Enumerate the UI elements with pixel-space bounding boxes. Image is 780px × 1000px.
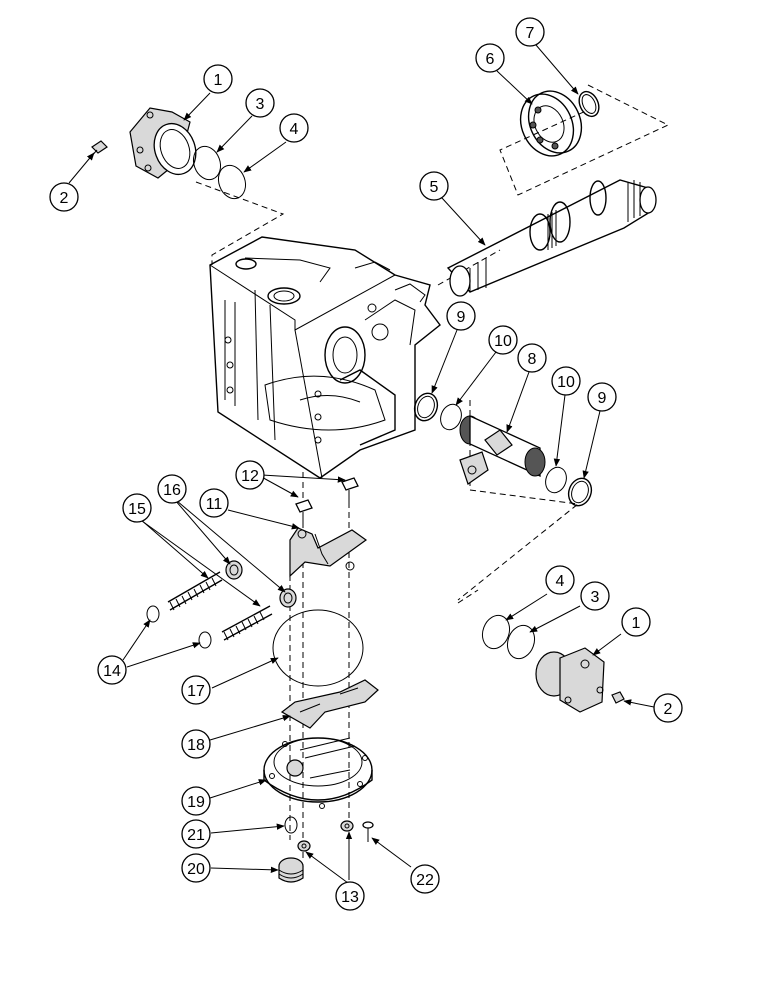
svg-text:5: 5 [430, 179, 439, 196]
callout-5: 5 [419, 171, 449, 201]
callout-3a: 3 [245, 88, 275, 118]
svg-text:3: 3 [591, 589, 600, 606]
callout-2a: 2 [49, 182, 79, 212]
callout-9a: 9 [446, 301, 476, 331]
svg-text:6: 6 [486, 51, 495, 68]
svg-text:7: 7 [526, 25, 535, 42]
svg-text:1: 1 [214, 72, 223, 89]
pad-14-upper [146, 605, 160, 623]
svg-text:10: 10 [557, 374, 575, 391]
leader-lines [68, 44, 655, 884]
seal-21 [284, 816, 298, 834]
bracket [289, 527, 368, 578]
plug-20 [278, 857, 304, 883]
plate [280, 679, 379, 729]
cover [263, 737, 373, 809]
cylinder-cap-right [535, 647, 605, 713]
callout-11: 11 [199, 488, 229, 518]
callout-12: 12 [235, 460, 265, 490]
screw-12-right [341, 477, 359, 505]
svg-text:20: 20 [187, 861, 205, 878]
snap-ring-top [578, 90, 600, 118]
svg-text:22: 22 [416, 872, 434, 889]
svg-text:9: 9 [598, 390, 607, 407]
assembly-lines [195, 84, 670, 860]
washer-10-left [440, 403, 462, 431]
svg-text:4: 4 [290, 121, 299, 138]
callout-13: 13 [335, 881, 365, 911]
svg-text:16: 16 [163, 482, 181, 499]
cylinder-cap-left [129, 107, 197, 179]
svg-text:3: 3 [256, 96, 265, 113]
nut-13-left [297, 840, 311, 852]
svg-text:14: 14 [103, 663, 121, 680]
spring-15-lower [221, 605, 273, 641]
svg-text:9: 9 [457, 309, 466, 326]
callout-2b: 2 [653, 693, 683, 723]
svg-text:12: 12 [241, 468, 259, 485]
bolt-right [611, 691, 625, 704]
svg-text:17: 17 [187, 683, 205, 700]
callout-14: 14 [97, 655, 127, 685]
seal-left-3 [192, 145, 222, 181]
spring-15-upper [167, 571, 223, 611]
callout-9b: 9 [587, 382, 617, 412]
svg-text:2: 2 [60, 190, 69, 207]
callout-3b: 3 [580, 581, 610, 611]
svg-text:11: 11 [206, 496, 223, 513]
callout-17: 17 [181, 675, 211, 705]
screw-22 [362, 821, 374, 842]
svg-text:18: 18 [187, 737, 205, 754]
svg-text:2: 2 [664, 701, 673, 718]
screw-12-left [295, 499, 313, 525]
bearing [519, 90, 583, 157]
callout-22: 22 [410, 864, 440, 894]
callout-1b: 1 [621, 607, 651, 637]
svg-text:10: 10 [494, 333, 512, 350]
svg-text:19: 19 [187, 794, 205, 811]
callout-19: 19 [181, 786, 211, 816]
callout-20: 20 [181, 853, 211, 883]
svg-text:1: 1 [632, 615, 641, 632]
callout-21: 21 [181, 819, 211, 849]
callout-4a: 4 [279, 113, 309, 143]
pump-housing [209, 236, 441, 479]
svg-text:4: 4 [556, 573, 565, 590]
callout-18: 18 [181, 729, 211, 759]
gasket [272, 609, 364, 687]
spring-cap-16-lower [279, 588, 297, 608]
callout-10b: 10 [551, 366, 581, 396]
svg-text:8: 8 [528, 351, 537, 368]
drive-shaft [446, 179, 657, 297]
callout-16: 16 [157, 474, 187, 504]
svg-text:15: 15 [128, 501, 146, 518]
seal-right-4 [481, 614, 511, 650]
callout-8: 8 [517, 343, 547, 373]
nut-13-right [340, 820, 354, 832]
seal-left-4 [217, 164, 247, 200]
pad-14-lower [198, 631, 212, 649]
washer-10-right [545, 466, 567, 494]
o-ring-9-left [413, 392, 439, 422]
svg-text:21: 21 [187, 827, 205, 844]
callout-4b: 4 [545, 565, 575, 595]
callout-10a: 10 [488, 325, 518, 355]
spring-cap-16-upper [225, 560, 243, 580]
callout-6: 6 [475, 43, 505, 73]
callout-15: 15 [122, 493, 152, 523]
callout-7: 7 [515, 17, 545, 47]
o-ring-9-right [567, 477, 593, 507]
svg-text:13: 13 [341, 889, 359, 906]
callout-1a: 1 [203, 64, 233, 94]
seal-right-3 [506, 624, 536, 660]
valve-spool [459, 414, 546, 485]
